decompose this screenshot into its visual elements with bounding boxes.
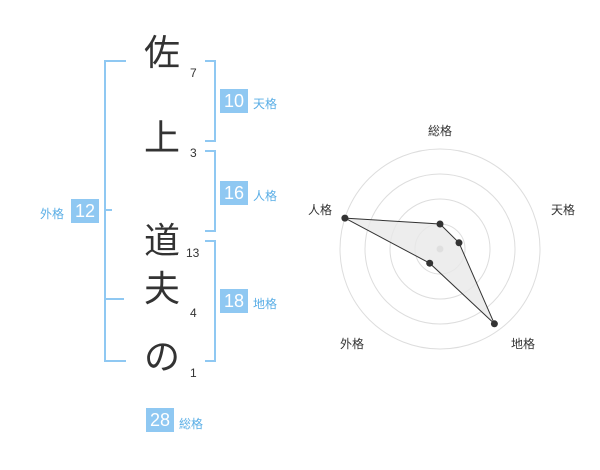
gaikaku-value: 12 <box>71 199 99 223</box>
chikaku-value: 18 <box>220 289 248 313</box>
name-char-1: 佐 <box>143 33 180 74</box>
tenkaku-bracket <box>205 60 216 142</box>
radar-grid-ring <box>389 198 491 300</box>
radar-point-5 <box>341 214 349 222</box>
name-char-3: 道 <box>143 221 180 262</box>
radar-point-1 <box>436 220 444 228</box>
gaikaku-label: 外格 <box>40 207 65 221</box>
radar-axis-label-gaikaku: 外格 <box>339 337 364 351</box>
radar-axis-label-jinkaku: 人格 <box>307 203 332 217</box>
name-char-2: 上 <box>143 118 180 159</box>
jinkaku-bracket <box>205 150 216 232</box>
radar-axis-label-chikaku: 地格 <box>510 337 535 351</box>
radar-grid-ring <box>339 148 541 350</box>
radar-axis-label-tenkaku: 天格 <box>550 203 575 217</box>
chikaku-bracket <box>205 240 216 362</box>
radar-point-3 <box>490 320 498 328</box>
gaikaku-bracket <box>104 60 126 362</box>
soukaku-label: 総格 <box>179 417 204 431</box>
name-char-5: の <box>143 337 180 378</box>
stroke-count-5: 1 <box>190 366 197 380</box>
stroke-count-4: 4 <box>190 306 197 320</box>
radar-point-2 <box>455 239 463 247</box>
name-char-4: 夫 <box>143 269 180 310</box>
chikaku-label: 地格 <box>253 297 278 311</box>
stroke-count-2: 3 <box>190 146 197 160</box>
tenkaku-value: 10 <box>220 89 248 113</box>
jinkaku-value: 16 <box>220 181 248 205</box>
radar-grid-ring <box>364 173 516 325</box>
soukaku-value: 28 <box>146 408 174 432</box>
stroke-count-1: 7 <box>190 66 197 80</box>
radar-axis-label-soukaku: 総格 <box>427 124 452 138</box>
gaikaku-bracket-tick-top <box>104 209 112 211</box>
stroke-count-3: 13 <box>186 246 200 260</box>
jinkaku-label: 人格 <box>253 189 278 203</box>
radar-series-area <box>344 217 495 325</box>
gaikaku-bracket-tick-bottom <box>104 298 124 300</box>
radar-point-4 <box>426 259 434 267</box>
tenkaku-label: 天格 <box>253 97 278 111</box>
